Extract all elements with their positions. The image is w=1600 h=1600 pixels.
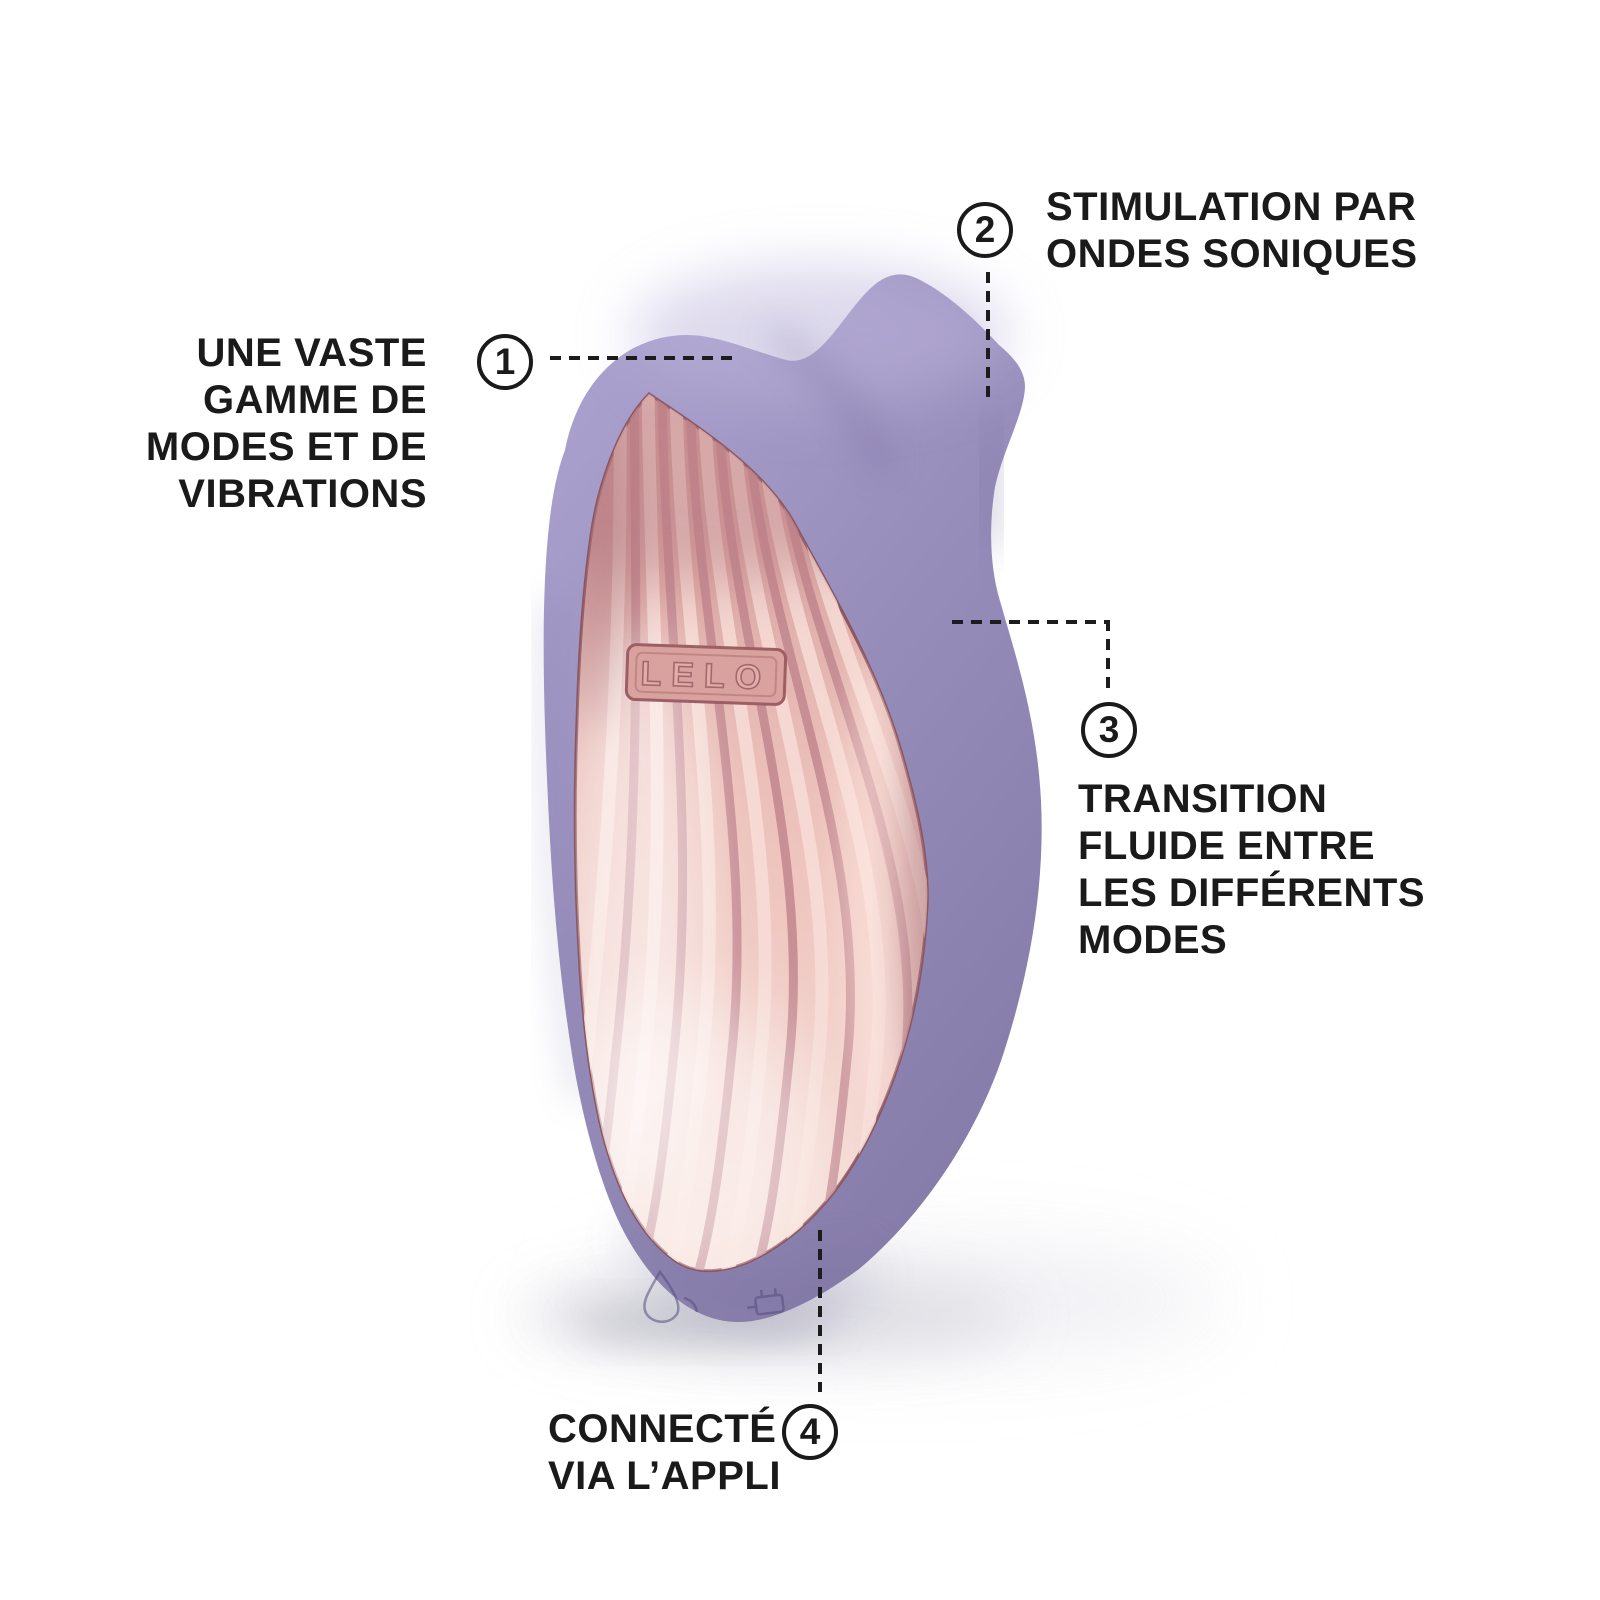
callout-1-line: UNE VASTE <box>196 331 427 375</box>
callout-4-label: CONNECTÉ VIA L’APPLI <box>548 1406 781 1500</box>
callout-4-line: VIA L’APPLI <box>548 1454 781 1498</box>
callout-2-label: STIMULATION PAR ONDES SONIQUES <box>1046 184 1418 278</box>
callout-3-line: FLUIDE ENTRE <box>1078 824 1376 868</box>
panel-right-sheen <box>840 650 916 1110</box>
brand-text: LELO <box>640 655 772 698</box>
callout-4-leader-line <box>818 1230 822 1392</box>
callout-1-line: VIBRATIONS <box>178 472 427 516</box>
callout-1-leader-line <box>550 356 740 360</box>
callout-4-line: CONNECTÉ <box>548 1407 777 1451</box>
droplet-engraving-icon <box>643 1269 699 1323</box>
callout-4-badge: 4 <box>782 1404 838 1460</box>
left-edge-shadow <box>543 599 589 1102</box>
callout-3-leader-line-horizontal <box>952 620 1110 624</box>
brand-plate-inner-bevel <box>634 651 778 698</box>
bottom-inner-shadow <box>630 1221 870 1313</box>
callout-4-number: 4 <box>799 1411 821 1452</box>
callout-3-leader-line-vertical <box>1106 620 1110 688</box>
brand-plate: LELO <box>624 643 788 706</box>
callout-1-number: 1 <box>494 341 516 382</box>
callout-2-number: 2 <box>974 209 996 250</box>
callout-2-badge: 2 <box>957 202 1013 258</box>
nozzle-crease-shadow <box>766 327 894 476</box>
brand-plate-outer <box>624 643 788 706</box>
charging-engraving-icon <box>747 1288 785 1316</box>
callout-1-line: MODES ET DE <box>145 425 427 469</box>
body-engravings <box>643 1269 785 1323</box>
callout-3-label: TRANSITION FLUIDE ENTRE LES DIFFÉRENTS M… <box>1078 776 1425 964</box>
callout-3-line: LES DIFFÉRENTS <box>1078 871 1426 915</box>
callout-3-badge: 3 <box>1081 702 1137 758</box>
callout-1-label: UNE VASTE GAMME DE MODES ET DE VIBRATION… <box>146 330 427 518</box>
ground-shadow <box>520 1245 1220 1355</box>
callout-3-line: TRANSITION <box>1078 777 1328 821</box>
callout-3-line: MODES <box>1078 918 1228 962</box>
device-body-shading <box>543 265 1010 1313</box>
callout-1-line: GAMME DE <box>203 378 427 422</box>
body-top-highlight <box>630 265 1010 405</box>
callout-1-badge: 1 <box>477 334 533 390</box>
callout-2-line: STIMULATION PAR <box>1046 185 1417 229</box>
callout-3-number: 3 <box>1098 709 1120 750</box>
callout-2-leader-line <box>986 272 990 398</box>
lip-under-shadow <box>977 422 1006 550</box>
callout-2-line: ONDES SONIQUES <box>1046 232 1418 276</box>
